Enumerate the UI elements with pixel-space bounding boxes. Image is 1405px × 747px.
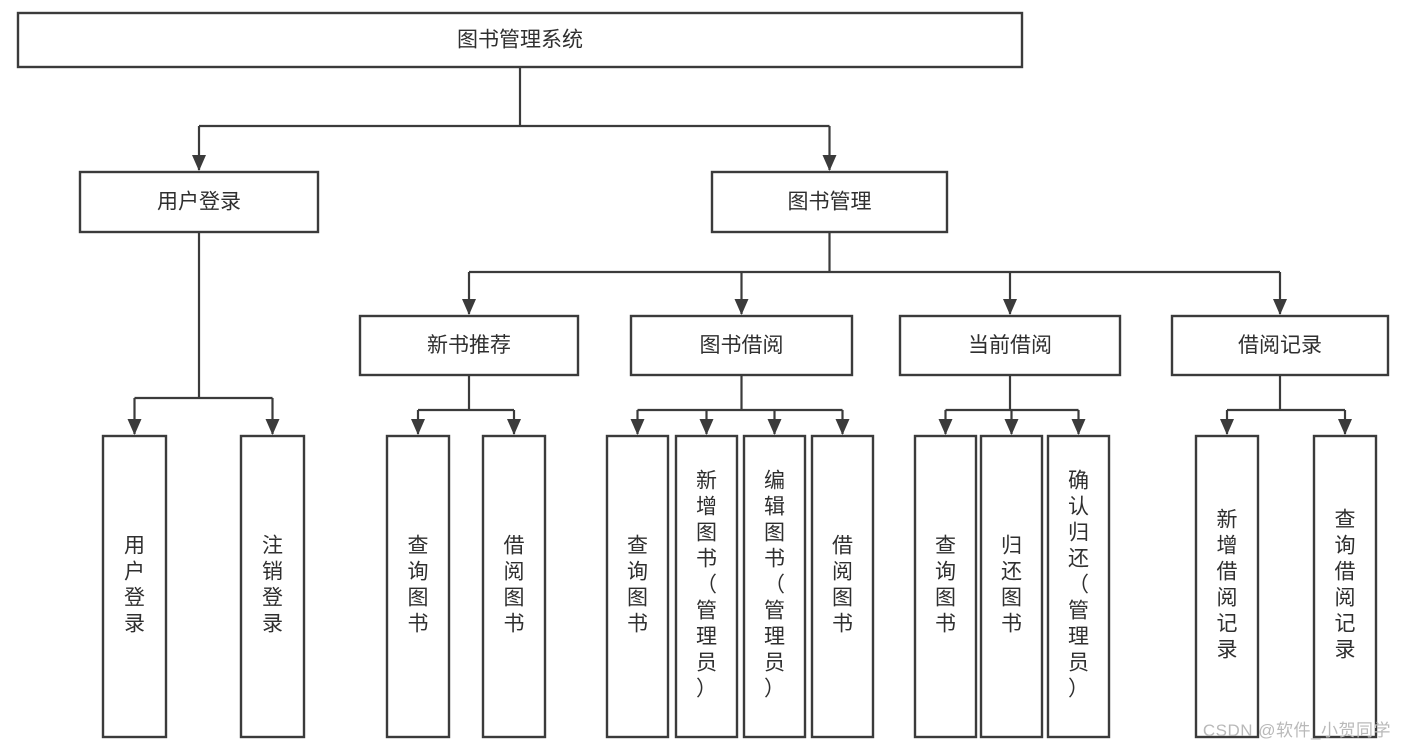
- node-box[interactable]: [1194, 434, 1260, 739]
- node-box[interactable]: [605, 434, 670, 739]
- leaf-node-2[interactable]: 查询图书: [385, 434, 451, 739]
- level2-node-3[interactable]: 借阅记录: [1170, 314, 1390, 377]
- arrow-head-icon: [507, 419, 521, 435]
- node-box[interactable]: [710, 170, 949, 234]
- node-box[interactable]: [810, 434, 875, 739]
- node-label: 借阅图书: [504, 535, 525, 636]
- leaf-node-5[interactable]: 新增图书（管理员）: [674, 434, 739, 739]
- node-label: 当前借阅: [968, 334, 1052, 357]
- node-box[interactable]: [629, 314, 854, 377]
- node-box[interactable]: [481, 434, 547, 739]
- node-box[interactable]: [239, 434, 306, 739]
- leaf-node-9[interactable]: 归还图书: [979, 434, 1044, 739]
- leaf-node-8[interactable]: 查询图书: [913, 434, 978, 739]
- arrow-head-icon: [265, 419, 280, 435]
- node-label: 新书推荐: [427, 334, 511, 357]
- level1-node-0[interactable]: 用户登录: [78, 170, 320, 234]
- arrow-head-icon: [835, 419, 850, 435]
- arrow-head-icon: [1003, 299, 1017, 315]
- root-node-0[interactable]: 图书管理系统: [16, 11, 1024, 69]
- arrow-head-icon: [1220, 419, 1234, 435]
- node-box[interactable]: [898, 314, 1122, 377]
- node-label: 确认归还（管理员）: [1068, 470, 1089, 701]
- node-box[interactable]: [101, 434, 168, 739]
- node-box[interactable]: [78, 170, 320, 234]
- node-label: 图书借阅: [700, 334, 784, 357]
- node-box[interactable]: [385, 434, 451, 739]
- node-label: 借阅记录: [1238, 334, 1322, 357]
- arrow-head-icon: [1071, 419, 1086, 435]
- node-label: 用户登录: [157, 191, 241, 214]
- node-label: 查询图书: [408, 535, 429, 636]
- node-label: 归还图书: [1001, 535, 1022, 636]
- node-label: 图书管理: [788, 191, 872, 214]
- node-box[interactable]: [674, 434, 739, 739]
- nodes-layer: 图书管理系统用户登录图书管理新书推荐图书借阅当前借阅借阅记录用户登录注销登录查询…: [16, 11, 1390, 739]
- node-box[interactable]: [979, 434, 1044, 739]
- node-box[interactable]: [1046, 434, 1111, 739]
- arrow-head-icon: [1273, 299, 1287, 315]
- arrow-head-icon: [462, 299, 476, 315]
- node-label: 新增借阅记录: [1217, 509, 1238, 662]
- arrow-head-icon: [192, 155, 206, 171]
- level2-node-0[interactable]: 新书推荐: [358, 314, 580, 377]
- arrow-head-icon: [767, 419, 782, 435]
- node-label: 新增图书（管理员）: [696, 470, 717, 701]
- arrow-head-icon: [411, 419, 425, 435]
- node-label: 查询图书: [627, 535, 648, 636]
- node-box[interactable]: [1170, 314, 1390, 377]
- arrow-head-icon: [938, 419, 953, 435]
- node-box[interactable]: [358, 314, 580, 377]
- watermark-label: CSDN @软件_小贺同学: [1202, 721, 1391, 740]
- node-box[interactable]: [1312, 434, 1378, 739]
- arrow-head-icon: [699, 419, 714, 435]
- arrow-head-icon: [127, 419, 142, 435]
- node-label: 查询图书: [935, 535, 956, 636]
- node-box[interactable]: [913, 434, 978, 739]
- leaf-node-11[interactable]: 新增借阅记录: [1194, 434, 1260, 739]
- leaf-node-10[interactable]: 确认归还（管理员）: [1046, 434, 1111, 739]
- leaf-node-12[interactable]: 查询借阅记录: [1312, 434, 1378, 739]
- node-label: 编辑图书（管理员）: [764, 470, 785, 701]
- leaf-node-6[interactable]: 编辑图书（管理员）: [742, 434, 807, 739]
- leaf-node-0[interactable]: 用户登录: [101, 434, 168, 739]
- node-label: 查询借阅记录: [1335, 509, 1356, 662]
- leaf-node-1[interactable]: 注销登录: [239, 434, 306, 739]
- node-box[interactable]: [16, 11, 1024, 69]
- node-box[interactable]: [742, 434, 807, 739]
- arrow-head-icon: [734, 299, 749, 315]
- level2-node-2[interactable]: 当前借阅: [898, 314, 1122, 377]
- level2-node-1[interactable]: 图书借阅: [629, 314, 854, 377]
- node-label: 图书管理系统: [457, 29, 583, 52]
- node-label: 用户登录: [124, 535, 145, 636]
- node-label: 借阅图书: [832, 535, 853, 636]
- leaf-node-4[interactable]: 查询图书: [605, 434, 670, 739]
- arrow-head-icon: [822, 155, 837, 171]
- leaf-node-7[interactable]: 借阅图书: [810, 434, 875, 739]
- node-label: 注销登录: [262, 535, 283, 636]
- connectors-layer: [127, 67, 1352, 435]
- arrow-head-icon: [1004, 419, 1019, 435]
- arrow-head-icon: [630, 419, 645, 435]
- leaf-node-3[interactable]: 借阅图书: [481, 434, 547, 739]
- arrow-head-icon: [1338, 419, 1352, 435]
- level1-node-1[interactable]: 图书管理: [710, 170, 949, 234]
